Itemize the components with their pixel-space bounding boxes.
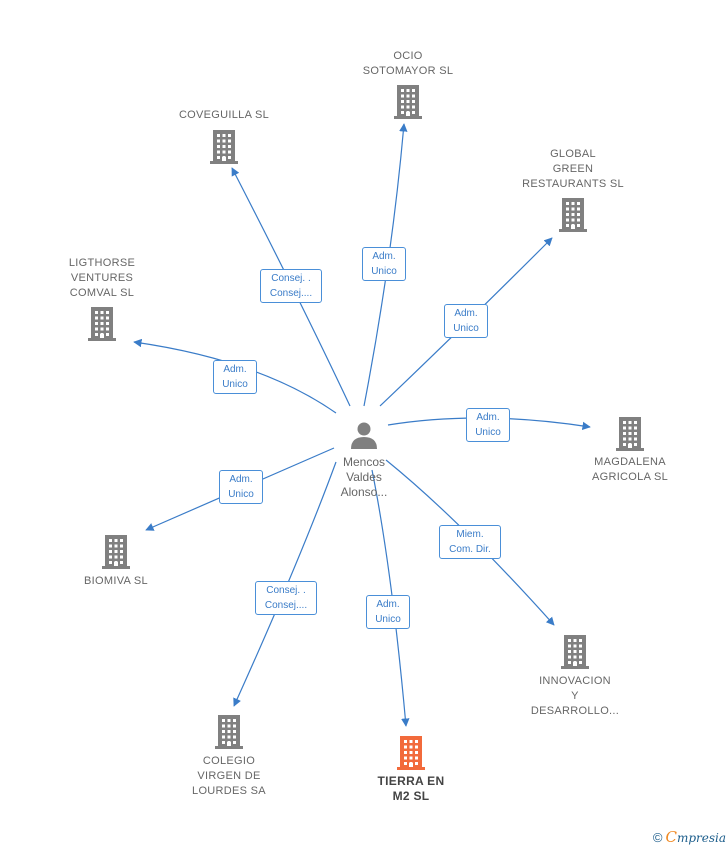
- company-label-line: COMVAL SL: [69, 287, 135, 299]
- company-label-line: COVEGUILLA SL: [178, 109, 270, 121]
- building-icon[interactable]: [102, 535, 130, 569]
- edge-label-global-green[interactable]: Adm. Unico: [444, 304, 488, 338]
- edge-label-ocio-sotomayor[interactable]: Adm. Unico: [362, 247, 406, 281]
- edge-label-line: Adm.: [454, 308, 478, 319]
- company-label-ocio-sotomayor[interactable]: OCIO SOTOMAYOR SL: [333, 49, 483, 79]
- edge-label-line: Unico: [453, 323, 479, 334]
- person-label-line: Alonso...: [340, 485, 388, 499]
- company-label-line: AGRICOLA SL: [591, 471, 669, 483]
- company-label-line: BIOMIVA SL: [84, 575, 148, 587]
- edge-label-line: Consej. .: [271, 273, 311, 284]
- company-label-colegio[interactable]: COLEGIO VIRGEN DE LOURDES SA: [154, 754, 304, 799]
- edge-label-line: Unico: [222, 379, 248, 390]
- company-label-line: OCIO: [393, 50, 423, 62]
- company-label-ligthorse[interactable]: LIGTHORSE VENTURES COMVAL SL: [27, 256, 177, 301]
- edge-label-line: Consej. .: [266, 585, 306, 596]
- edge-label-line: Com. Dir.: [449, 544, 491, 555]
- company-label-line: VIRGEN DE: [197, 770, 261, 782]
- copyright-symbol: ©: [652, 830, 663, 845]
- edge-label-line: Adm.: [223, 364, 247, 375]
- company-label-line: GLOBAL: [550, 148, 596, 160]
- edge-label-line: Unico: [371, 266, 397, 277]
- company-label-line: RESTAURANTS SL: [522, 178, 624, 190]
- edge-label-biomiva[interactable]: Adm. Unico: [219, 470, 263, 504]
- person-label-line: Valdes: [346, 470, 382, 484]
- company-label-innovacion[interactable]: INNOVACION Y DESARROLLO...: [500, 674, 650, 719]
- edge-label-line: Adm.: [376, 599, 400, 610]
- company-label-biomiva[interactable]: BIOMIVA SL: [41, 574, 191, 589]
- edge-label-line: Adm.: [372, 251, 396, 262]
- edge-label-line: Adm.: [476, 412, 500, 423]
- edge-label-coveguilla[interactable]: Consej. . Consej....: [260, 269, 322, 303]
- company-label-global-green[interactable]: GLOBAL GREEN RESTAURANTS SL: [498, 147, 648, 192]
- footer-brand[interactable]: ©Cmpresia: [653, 828, 726, 846]
- company-label-line: INNOVACION: [539, 675, 611, 687]
- edge-label-line: Miem.: [456, 529, 484, 540]
- company-label-line: DESARROLLO...: [530, 705, 620, 717]
- building-icon[interactable]: [215, 715, 243, 749]
- edge-label-line: Unico: [475, 427, 501, 438]
- brand-logo-initial: C: [665, 828, 677, 846]
- company-label-magdalena[interactable]: MAGDALENA AGRICOLA SL: [555, 455, 705, 485]
- edge-label-colegio[interactable]: Consej. . Consej....: [255, 581, 317, 615]
- edge-colegio: [233, 461, 337, 707]
- edge-label-magdalena[interactable]: Adm. Unico: [466, 408, 510, 442]
- company-label-line: VENTURES: [70, 272, 134, 284]
- edge-label-tierra[interactable]: Adm. Unico: [366, 595, 410, 629]
- edge-label-innovacion[interactable]: Miem. Com. Dir.: [439, 525, 501, 559]
- company-label-line: M2 SL: [392, 789, 430, 803]
- building-icon[interactable]: [394, 85, 422, 119]
- company-label-line: COLEGIO: [202, 755, 256, 767]
- company-label-line: LIGTHORSE: [68, 257, 136, 269]
- company-label-line: MAGDALENA: [594, 456, 666, 468]
- building-icon[interactable]: [559, 198, 587, 232]
- edge-tierra: [371, 469, 410, 727]
- edge-label-line: Consej....: [264, 600, 308, 611]
- building-icon[interactable]: [397, 736, 425, 770]
- edge-label-ligthorse[interactable]: Adm. Unico: [213, 360, 257, 394]
- edge-label-line: Consej....: [269, 288, 313, 299]
- edge-label-line: Adm.: [229, 474, 253, 485]
- brand-logo-text: mpresia: [676, 831, 726, 845]
- person-label-line: Mencos: [342, 455, 386, 469]
- edge-label-line: Unico: [375, 614, 401, 625]
- company-label-line: GREEN: [552, 163, 594, 175]
- building-icon[interactable]: [88, 307, 116, 341]
- company-label-coveguilla[interactable]: COVEGUILLA SL: [149, 108, 299, 123]
- company-label-line: SOTOMAYOR SL: [362, 65, 454, 77]
- person-icon[interactable]: [351, 422, 377, 450]
- building-icon[interactable]: [210, 130, 238, 164]
- building-icon[interactable]: [616, 417, 644, 451]
- building-icon[interactable]: [561, 635, 589, 669]
- company-label-line: LOURDES SA: [192, 785, 266, 797]
- company-label-line: Y: [571, 690, 579, 702]
- edge-label-line: Unico: [228, 489, 254, 500]
- icons-layer: [88, 85, 644, 770]
- company-label-line: TIERRA EN: [377, 774, 445, 788]
